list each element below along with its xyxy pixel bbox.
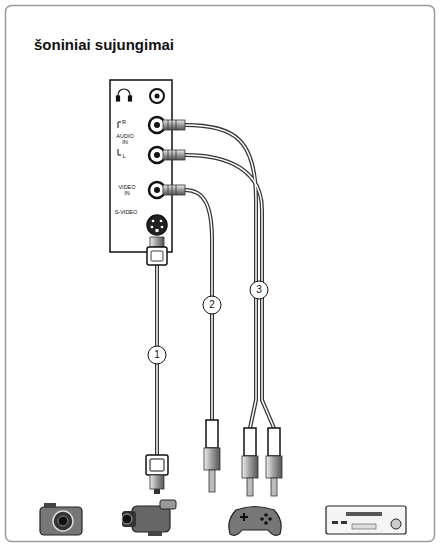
port-label: S-VIDEO <box>115 209 138 215</box>
bottom-plugs <box>146 420 282 496</box>
camcorder-icon <box>122 500 176 536</box>
port-label: AUDIO IN <box>114 133 136 145</box>
callout-number: 1 <box>154 350 160 360</box>
channel-label: L <box>122 153 125 159</box>
rca-plugs <box>163 120 185 195</box>
camera-icon <box>40 503 82 535</box>
side-panel <box>110 80 172 252</box>
callout-number: 3 <box>256 285 262 295</box>
headphone-jack <box>150 89 164 103</box>
port-label: VIDEO IN <box>116 184 138 196</box>
gamepad-icon <box>229 507 281 536</box>
cables <box>157 125 274 455</box>
frame <box>6 6 435 542</box>
s-video-plug <box>147 237 167 265</box>
callout-number: 2 <box>209 300 215 310</box>
s-video-jack <box>147 215 167 235</box>
channel-label: R <box>122 119 126 125</box>
headphone-jack-hole <box>155 94 160 99</box>
headphone-symbol <box>117 89 132 101</box>
dvd-player-icon <box>326 506 406 534</box>
cable-highlights <box>157 125 274 455</box>
diagram-title: šoniniai sujungimai <box>34 36 174 53</box>
callout-circles <box>148 281 268 364</box>
